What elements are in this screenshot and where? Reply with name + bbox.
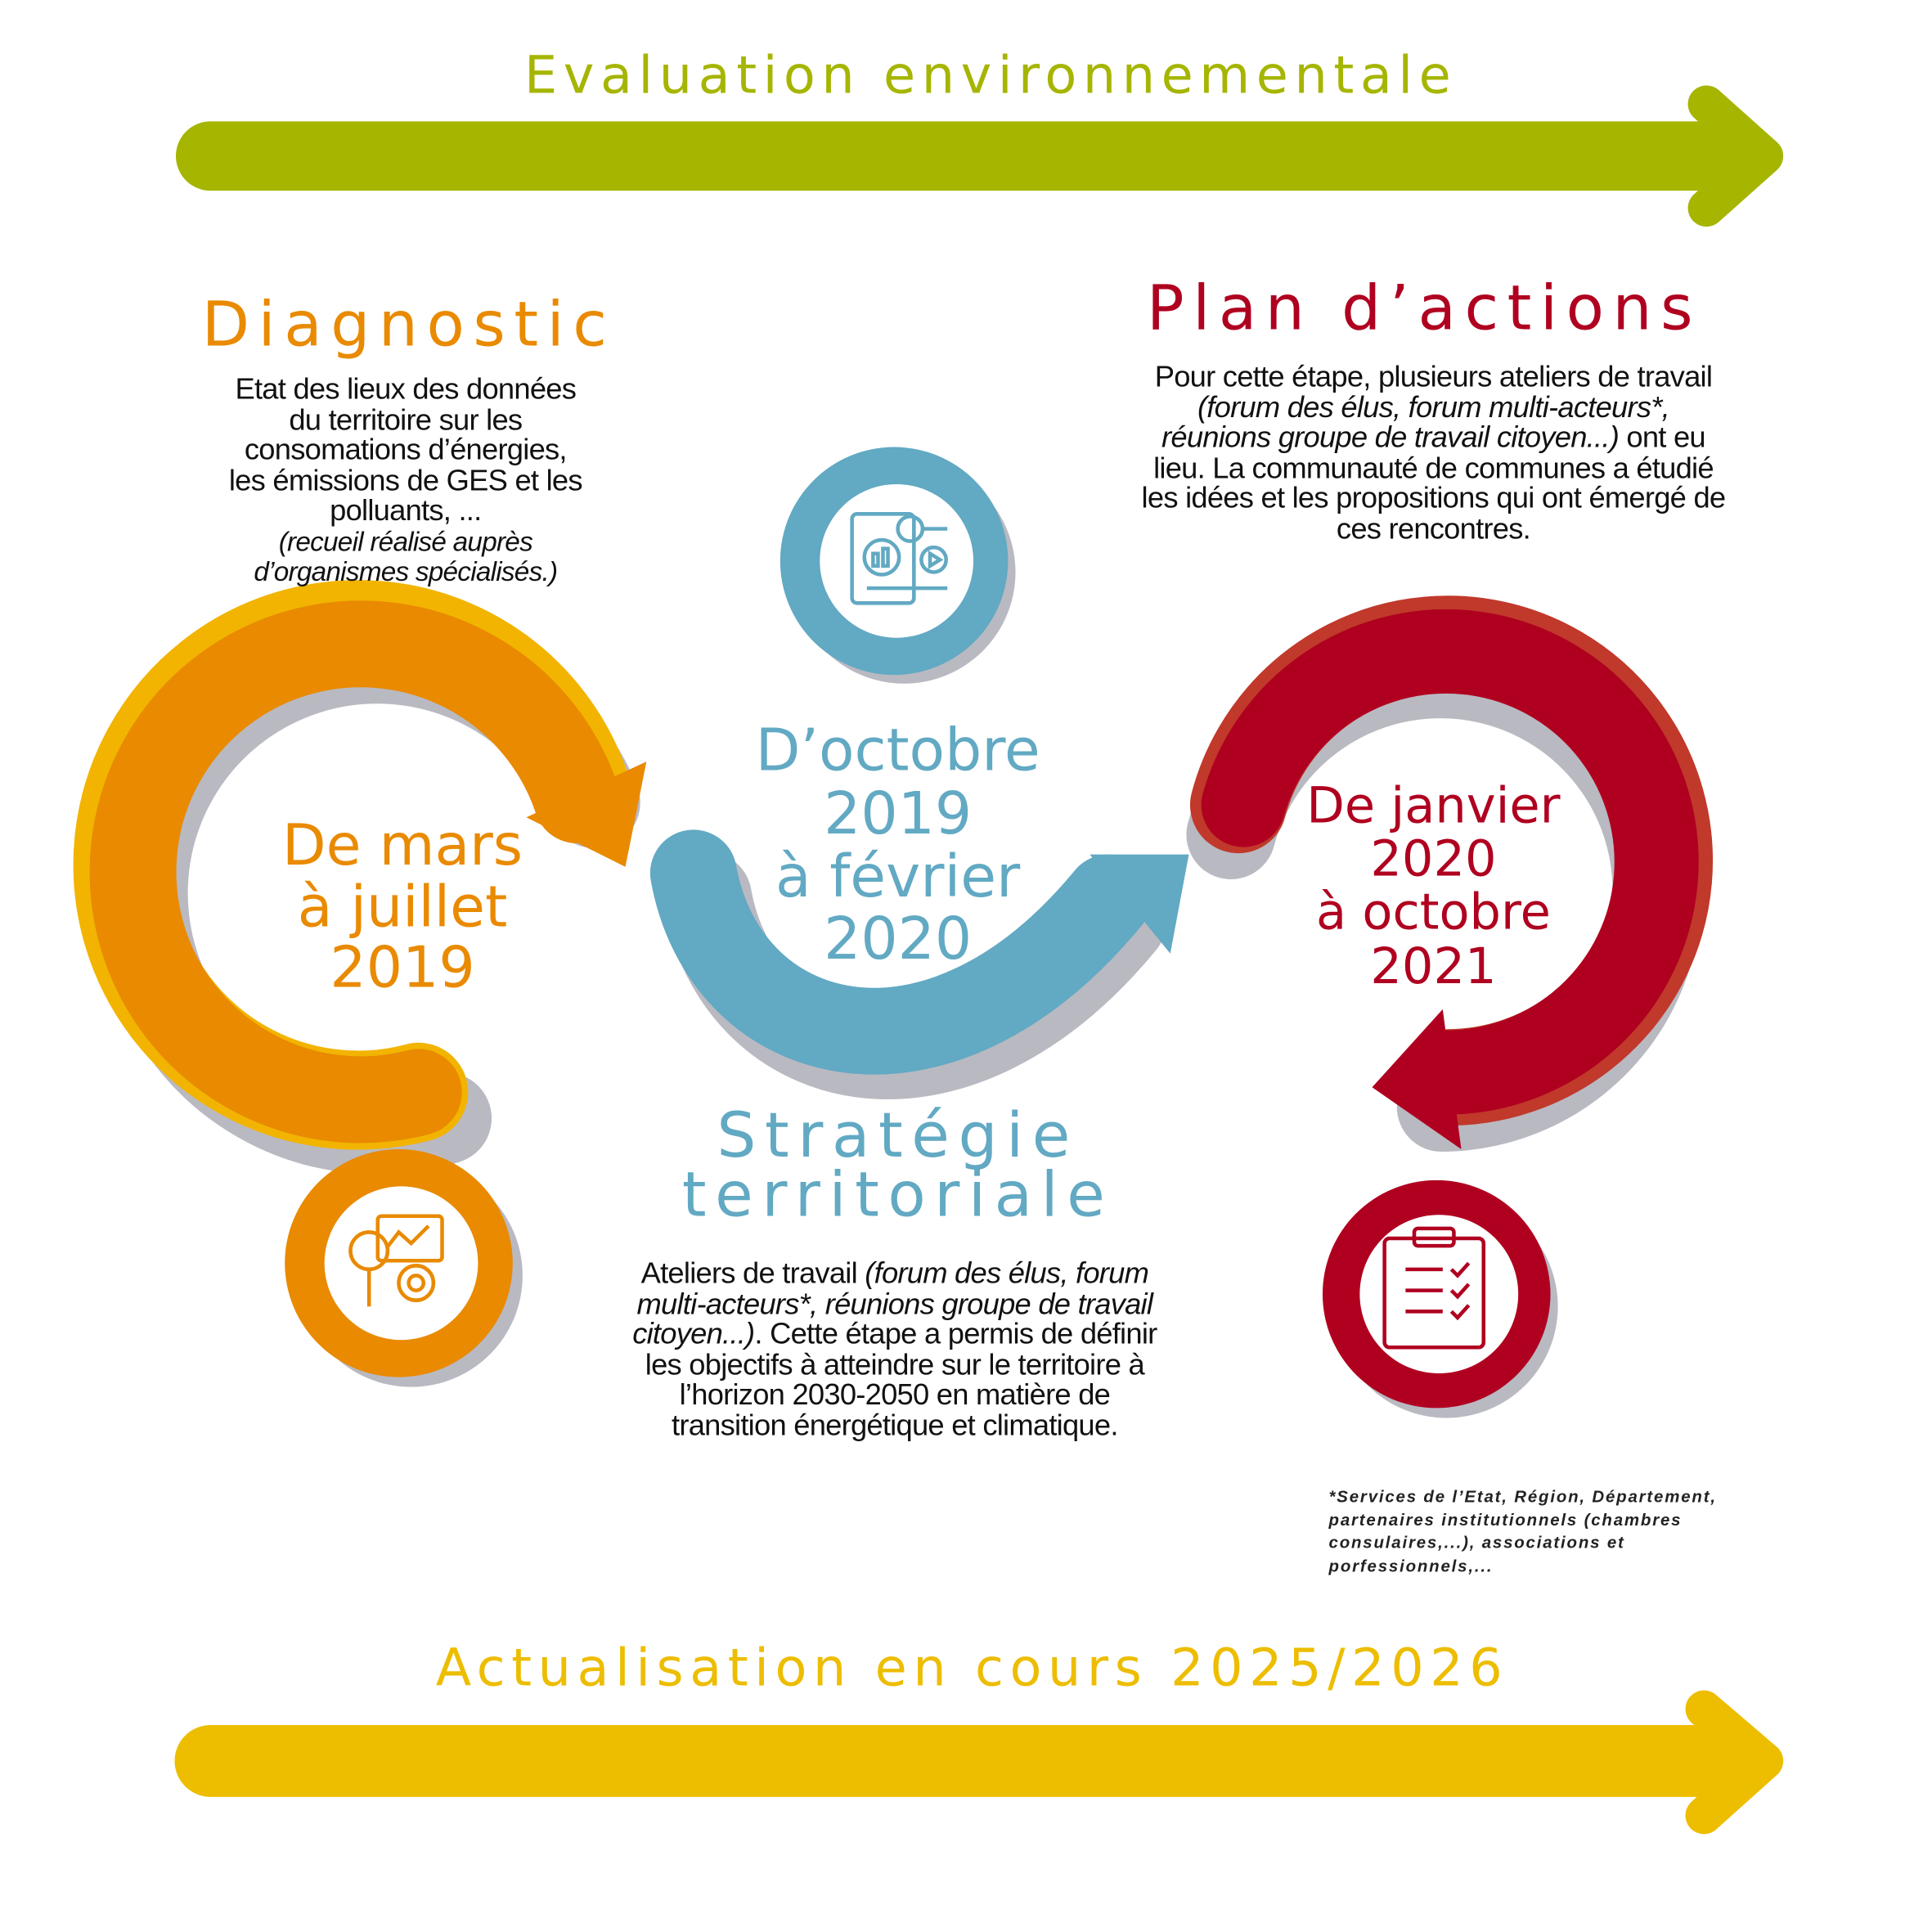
title-line: Stratégie xyxy=(717,1099,1079,1172)
diagnostic-title: Diagnostic xyxy=(201,288,616,361)
text-italic-part: (forum des élus, forum multi-acteurs*, r… xyxy=(1161,390,1670,455)
date-line: 2021 xyxy=(1370,937,1497,995)
diagnostic-cycle-arrow xyxy=(73,580,647,1175)
text-part: Pour cette étape, plusieurs ateliers de … xyxy=(1154,360,1713,394)
date-line: à février xyxy=(775,842,1021,911)
clipboard-checklist-icon xyxy=(1382,1226,1486,1350)
diagnostic-icon-badge xyxy=(285,1148,523,1387)
strategie-description: Ateliers de travail (forum des élus, for… xyxy=(626,1256,1165,1443)
top-timeline-arrow xyxy=(175,85,1784,227)
text-part: . Cette étape a permis de définir les ob… xyxy=(645,1317,1157,1443)
analytics-gear-magnifier-icon xyxy=(348,1214,444,1307)
text-part: Ateliers de travail xyxy=(640,1256,865,1291)
plan-cycle-arrow xyxy=(1186,595,1713,1152)
diagnostic-text: Etat des lieux des données du territoire… xyxy=(228,372,583,528)
diagnostic-description: Etat des lieux des données du territoire… xyxy=(223,375,589,588)
date-line: De mars xyxy=(282,811,523,878)
date-line: De janvier xyxy=(1306,777,1561,835)
plan-date: De janvier 2020 à octobre 2021 xyxy=(1294,780,1573,995)
plan-description: Pour cette étape, plusieurs ateliers de … xyxy=(1139,360,1728,546)
date-line: D’octobre xyxy=(755,717,1040,785)
footnote: *Services de l’Etat, Région, Département… xyxy=(1328,1487,1717,1575)
text-italic-part: (forum des élus, forum multi-acteurs*, r… xyxy=(632,1256,1153,1351)
date-line: 2019 xyxy=(824,780,973,848)
date-line: 2020 xyxy=(1370,831,1497,888)
date-line: 2019 xyxy=(330,934,475,1001)
date-line: 2020 xyxy=(824,905,973,974)
report-target-icon xyxy=(850,512,948,605)
strategie-date: D’octobre 2019 à février 2020 xyxy=(718,717,1077,974)
bottom-banner-label: Actualisation en cours 2025/2026 xyxy=(435,1637,1509,1698)
date-line: à octobre xyxy=(1316,884,1551,942)
diagnostic-date: De mars à juillet 2019 xyxy=(248,811,558,1001)
plan-icon-badge xyxy=(1322,1179,1558,1418)
text-part: ont eu lieu. La communauté de communes a… xyxy=(1141,420,1727,546)
title-line: territoriale xyxy=(681,1159,1114,1231)
top-banner-label: Evaluation environnementale xyxy=(524,44,1458,106)
bottom-timeline-arrow xyxy=(174,1690,1784,1835)
date-line: à juillet xyxy=(297,872,508,940)
plan-title: Plan d’actions xyxy=(1147,272,1702,344)
strategie-arrow xyxy=(649,829,1189,1099)
diagnostic-text-note: (recueil réalisé auprès d’organismes spé… xyxy=(254,525,558,587)
strategie-title: Stratégie territoriale xyxy=(644,1099,1152,1231)
strategie-icon-badge xyxy=(780,447,1016,684)
